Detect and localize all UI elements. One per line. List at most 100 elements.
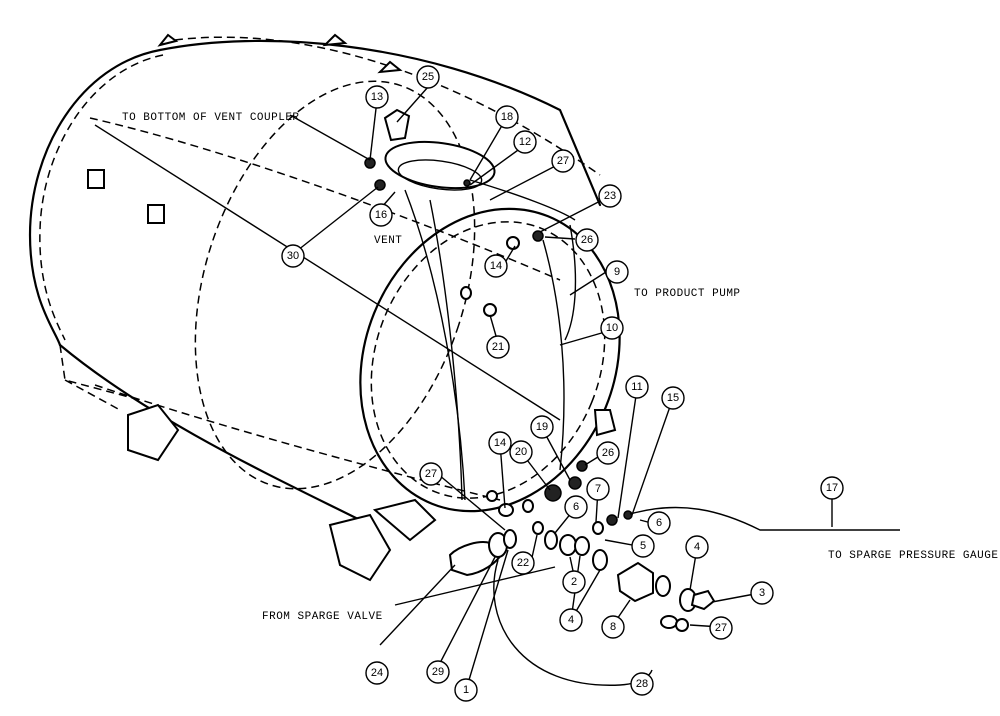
washer-7 <box>592 521 604 535</box>
svg-text:27: 27 <box>557 155 569 167</box>
fitting-14-low <box>498 503 514 517</box>
tank-foot-left <box>127 403 180 462</box>
tank-mid-dash <box>89 117 561 281</box>
fitting-14-top <box>506 236 520 250</box>
part-balloons: 25 13 18 12 27 23 26 16 30 14 9 10 21 11… <box>281 65 844 702</box>
svg-text:4: 4 <box>568 614 574 626</box>
manway-rim <box>397 159 483 191</box>
balloon-13: 13 <box>365 85 389 109</box>
svg-text:1: 1 <box>463 684 469 696</box>
svg-text:3: 3 <box>759 587 765 599</box>
balloon-29: 29 <box>426 660 450 684</box>
plug <box>460 286 472 300</box>
svg-text:2: 2 <box>571 576 577 588</box>
fitting-15 <box>623 510 633 520</box>
leader-lines <box>292 86 833 691</box>
balloon-6-right: 6 <box>647 511 671 535</box>
balloon-7: 7 <box>586 477 610 501</box>
lift-lug-2 <box>322 33 348 47</box>
balloon-24: 24 <box>365 661 389 685</box>
svg-text:11: 11 <box>631 381 642 393</box>
fitting-2 <box>559 534 577 556</box>
balloon-2: 2 <box>562 570 586 594</box>
hose-17 <box>629 506 900 531</box>
sump <box>372 498 437 542</box>
tank-foot-right <box>593 409 617 437</box>
fitting-3 <box>690 589 716 611</box>
balloon-26-low: 26 <box>596 441 620 465</box>
svg-text:17: 17 <box>826 482 838 494</box>
balloon-25: 25 <box>416 65 440 89</box>
oring-27 <box>660 615 678 629</box>
svg-text:6: 6 <box>656 517 662 529</box>
balloon-18: 18 <box>495 105 519 129</box>
balloon-12: 12 <box>513 130 537 154</box>
strainer-8 <box>616 561 654 603</box>
tank-fittings <box>364 108 588 517</box>
svg-text:25: 25 <box>422 71 434 83</box>
balloon-10: 10 <box>600 316 624 340</box>
balloon-22: 22 <box>511 551 535 575</box>
hose-9 <box>564 224 577 341</box>
fitting-26-low <box>576 460 588 472</box>
nut-4a <box>574 536 590 556</box>
callout-product-pump: TO PRODUCT PUMP <box>634 288 741 300</box>
ring-1 <box>503 529 517 549</box>
tank-band-dash <box>194 80 476 490</box>
dip-tube-2 <box>429 199 463 501</box>
tank-back-inner <box>39 54 164 341</box>
balloon-3: 3 <box>750 581 774 605</box>
svg-text:4: 4 <box>694 541 700 553</box>
gasket-6a <box>544 530 558 550</box>
svg-text:26: 26 <box>602 447 614 459</box>
callout-vent: VENT <box>374 235 402 247</box>
svg-text:10: 10 <box>606 322 618 334</box>
fitting-low-2 <box>522 499 534 513</box>
balloon-14: 14 <box>484 254 508 278</box>
gasket-6b <box>655 575 671 597</box>
tank-low-dash <box>94 384 501 501</box>
svg-text:18: 18 <box>501 111 513 123</box>
balloon-14-low: 14 <box>488 431 512 455</box>
balloon-6: 6 <box>564 495 588 519</box>
balloon-28: 28 <box>630 672 654 696</box>
fitting-19 <box>568 476 582 490</box>
balloon-21: 21 <box>486 335 510 359</box>
fitting-26-top <box>532 230 544 242</box>
balloon-26: 26 <box>575 228 599 252</box>
balloon-9: 9 <box>605 260 629 284</box>
svg-text:29: 29 <box>432 666 444 678</box>
balloon-20: 20 <box>509 440 533 464</box>
svg-text:23: 23 <box>604 190 616 202</box>
tank-front-inner <box>370 221 606 499</box>
balloon-5: 5 <box>631 534 655 558</box>
svg-text:6: 6 <box>573 501 579 513</box>
svg-text:27: 27 <box>425 468 437 480</box>
fitting-25 <box>383 108 411 142</box>
fitting-21 <box>483 303 497 317</box>
tank-foot-front <box>328 513 392 582</box>
lift-lug-1 <box>157 33 179 47</box>
balloon-19: 19 <box>530 415 554 439</box>
tank-body <box>28 33 621 582</box>
svg-text:14: 14 <box>494 437 506 449</box>
washer-27b <box>675 618 689 632</box>
ring-4b <box>592 549 608 571</box>
svg-text:28: 28 <box>636 678 648 690</box>
tank-bottom-outline <box>58 343 362 522</box>
balloon-17: 17 <box>820 476 844 500</box>
sparge-parts <box>289 114 900 686</box>
balloon-27: 27 <box>551 149 575 173</box>
callout-vent-coupler: TO BOTTOM OF VENT COUPLER <box>122 112 300 124</box>
tank-diagonal <box>94 124 561 421</box>
fitting-12 <box>463 179 471 187</box>
svg-text:7: 7 <box>595 483 601 495</box>
plug-low <box>486 490 498 502</box>
callouts: TO BOTTOM OF VENT COUPLER VENT TO PRODUC… <box>122 112 998 623</box>
svg-text:13: 13 <box>371 91 383 103</box>
svg-text:19: 19 <box>536 421 548 433</box>
svg-text:27: 27 <box>715 622 727 634</box>
balloon-11: 11 <box>625 375 649 399</box>
